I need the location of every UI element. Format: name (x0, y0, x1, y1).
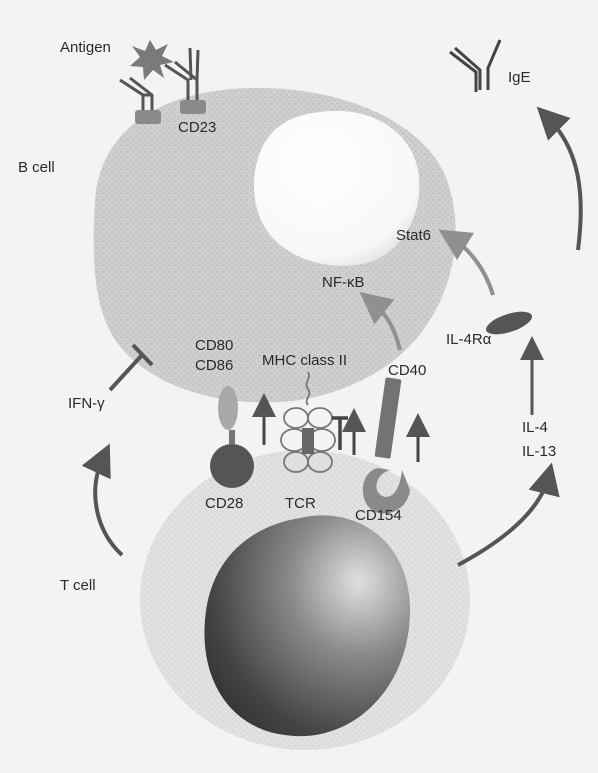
cd28-molecule (210, 444, 254, 488)
tcr-core (302, 428, 314, 454)
t-to-il4-arrow (458, 478, 548, 565)
cd28-label: CD28 (205, 495, 243, 512)
ifn-gamma-label: IFN-γ (68, 395, 105, 412)
antigen-label: Antigen (60, 39, 111, 56)
ige-antibody-icon (450, 40, 500, 92)
cd40-molecule (375, 377, 402, 458)
cd80-label: CD80 (195, 337, 233, 354)
il4ra-label: IL-4Rα (446, 331, 492, 348)
il4-label: IL-4 (522, 419, 548, 436)
t-to-ifn-arrow (95, 458, 122, 555)
ige-arrow (548, 118, 581, 250)
nf-kb-label: NF-κB (322, 274, 365, 291)
receptor-base-1 (135, 110, 161, 124)
t-cell-label: T cell (60, 577, 96, 594)
receptor-base-2 (180, 100, 206, 114)
ige-label: IgE (508, 69, 531, 86)
il4ra-to-stat6-arrow (452, 238, 493, 295)
tcr-label: TCR (285, 495, 316, 512)
cd154-label: CD154 (355, 507, 402, 524)
mhc-class-ii-label: MHC class II (262, 352, 347, 369)
antigen-star-icon (130, 40, 174, 80)
il13-label: IL-13 (522, 443, 556, 460)
cd23-label: CD23 (178, 119, 216, 136)
cd86-label: CD86 (195, 357, 233, 374)
stat6-label: Stat6 (396, 227, 431, 244)
cd80-cd86-molecule (218, 386, 238, 430)
cd40-label: CD40 (388, 362, 426, 379)
b-cell-nucleus (254, 111, 419, 266)
b-cell-label: B cell (18, 159, 55, 176)
